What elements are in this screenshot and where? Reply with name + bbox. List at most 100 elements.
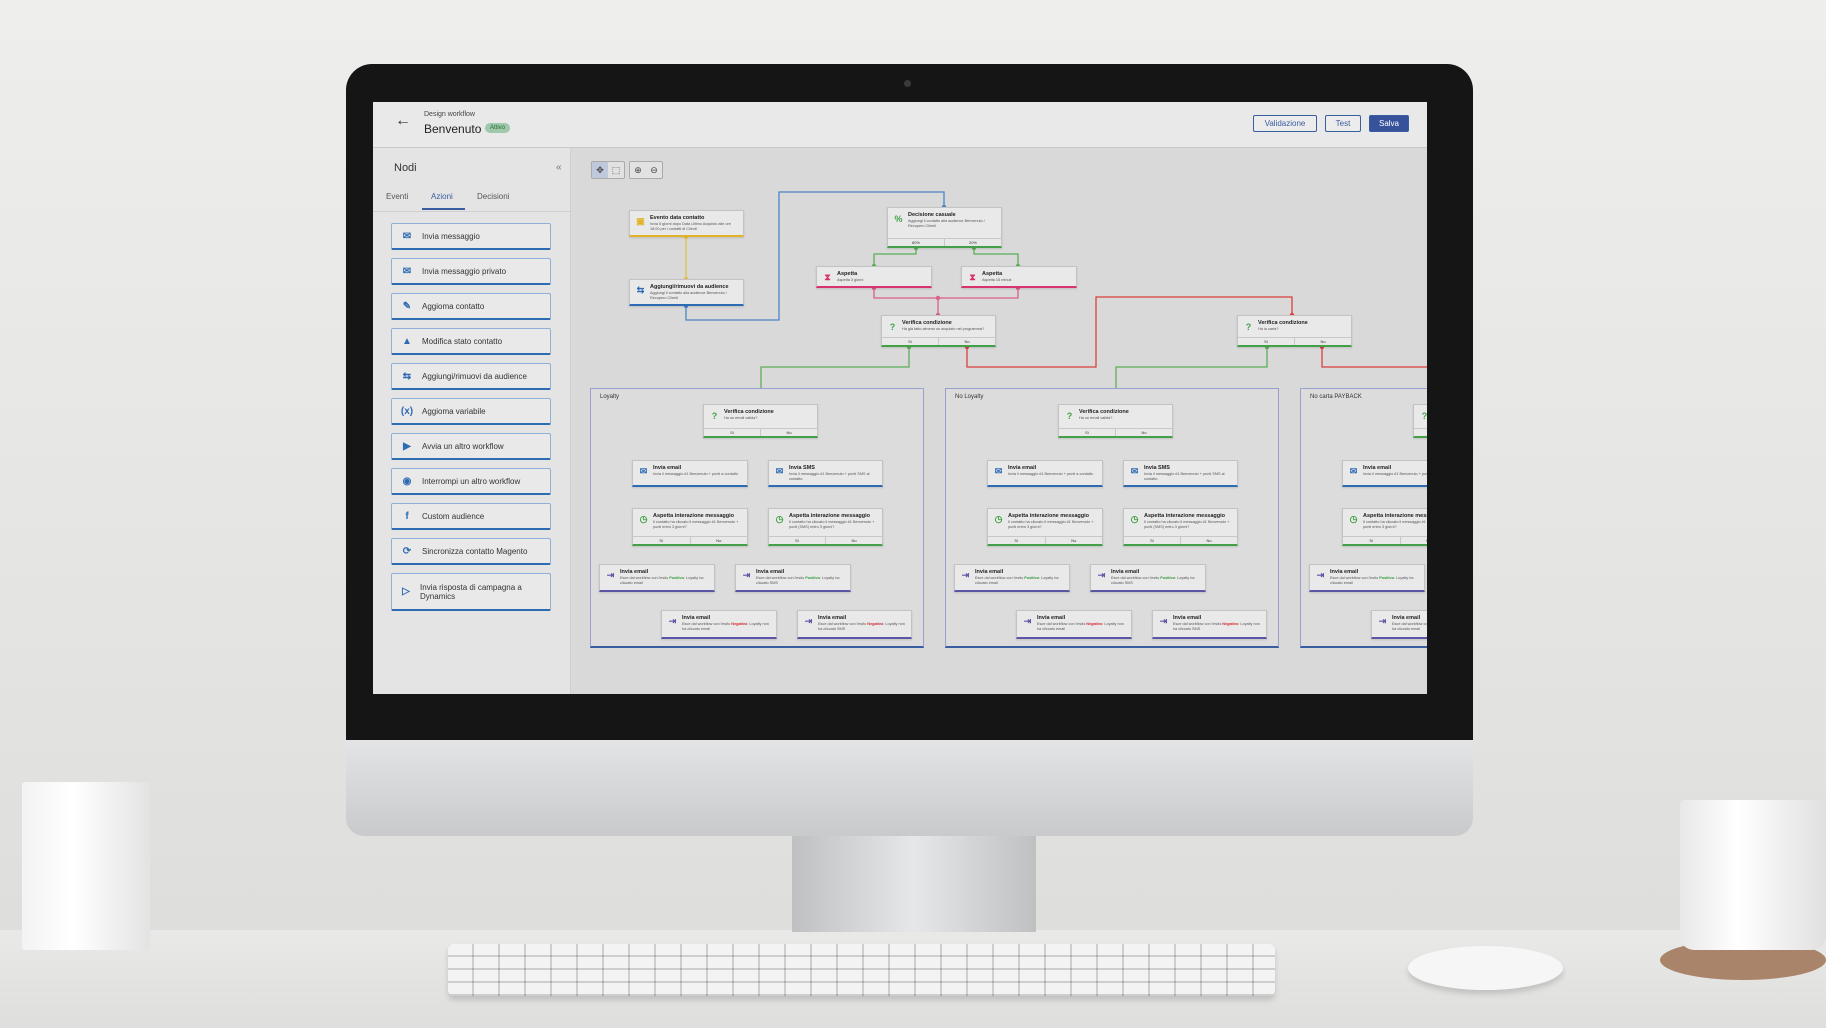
branch-label[interactable]: No <box>964 339 970 344</box>
branch-label[interactable]: Sì <box>882 338 939 345</box>
question-icon: ? <box>1421 410 1427 421</box>
sidebar-item[interactable]: ⇆Aggiungi/rimuovi da audience <box>391 363 551 390</box>
branch-label[interactable]: No <box>1206 538 1212 543</box>
select-icon[interactable]: ⬚ <box>611 164 621 175</box>
node-description: Il contatto ha cliccato il messaggio #1 … <box>789 520 875 530</box>
back-arrow-icon[interactable]: ← <box>395 112 411 129</box>
sidebar-item[interactable]: (x)Aggioma variabile <box>391 398 551 425</box>
node-title: Invia email <box>653 465 682 471</box>
branch-label[interactable]: 80% <box>888 239 945 246</box>
validate-button[interactable]: Validazione <box>1253 115 1317 132</box>
zoom-out-icon[interactable]: ⊖ <box>650 164 658 175</box>
branch-label[interactable]: 20% <box>968 240 977 245</box>
sidebar-item[interactable]: ✎Aggioma contatto <box>391 293 551 320</box>
node-title: Aspetta interazione messaggio <box>1008 513 1089 519</box>
branch-label[interactable]: No <box>1071 538 1077 543</box>
node-description: Invia il messaggio #1 Benvenuto + punti … <box>653 472 738 476</box>
sidebar-item[interactable]: ▶Avvia un altro workflow <box>391 433 551 460</box>
save-button[interactable]: Salva <box>1369 115 1409 132</box>
branch-label[interactable]: Sì <box>769 537 826 544</box>
branch-label[interactable]: No <box>786 430 792 435</box>
zoom-in-icon[interactable]: ⊕ <box>634 164 642 175</box>
node-description: Aspetta 3 giorni <box>837 278 864 282</box>
node-title: Invia email <box>682 615 711 621</box>
branch-label[interactable]: Sì <box>1238 338 1295 345</box>
outcome-label: Positivo <box>669 576 685 580</box>
branch-label[interactable]: Sì <box>1414 429 1427 436</box>
sidebar-item[interactable]: ✉Invia messaggio privato <box>391 258 551 285</box>
connector-port[interactable] <box>935 295 941 301</box>
sidebar-item[interactable]: ▷Invia risposta di campagna a Dynamics <box>391 573 551 611</box>
private-message-icon: ✉ <box>402 265 412 277</box>
node-description: Esce dal workflow con l'esito Positivo: … <box>1111 576 1195 586</box>
outcome-label: Positivo <box>1160 576 1176 580</box>
move-icon[interactable]: ✥ <box>592 162 608 178</box>
sidebar-item[interactable]: ◉Interrompi un altro workflow <box>391 468 551 495</box>
tab-azioni[interactable]: Azioni <box>431 192 453 201</box>
branch-label[interactable]: No <box>716 538 722 543</box>
branch-label[interactable]: Sì <box>704 429 761 436</box>
branch-label[interactable]: No <box>1320 339 1326 344</box>
node-title: Invia email <box>1173 615 1202 621</box>
sidebar-item[interactable]: ✉Invia messaggio <box>391 223 551 250</box>
sidebar-item[interactable]: ▲Modifica stato contatto <box>391 328 551 355</box>
question-icon: ? <box>1066 410 1073 421</box>
branch-label[interactable]: No <box>851 538 857 543</box>
branch-label[interactable]: Sì <box>1059 429 1116 436</box>
node-title: Aspetta interazione messaggio <box>653 513 734 519</box>
envelope-icon: ✉ <box>402 230 412 242</box>
tab-eventi[interactable]: Eventi <box>386 192 409 201</box>
connector <box>760 347 910 404</box>
branch-label[interactable]: No <box>1401 537 1427 544</box>
branch-label[interactable]: Sì <box>1124 537 1181 544</box>
branch-label[interactable]: Sì <box>1343 537 1401 544</box>
branch-label[interactable]: Sì <box>988 537 1046 544</box>
branch-label[interactable]: No <box>1141 430 1147 435</box>
random-split-icon: % <box>894 213 903 224</box>
sidebar-item[interactable]: ⟳Sincronizza contatto Magento <box>391 538 551 565</box>
test-button[interactable]: Test <box>1325 115 1361 132</box>
tab-decisioni[interactable]: Decisioni <box>477 192 510 201</box>
outcome-label: Negativo <box>1222 622 1239 626</box>
audience-icon: ⇆ <box>636 285 645 295</box>
segment-group: No carta PAYBACK <box>1300 388 1427 648</box>
variable-icon: (x) <box>400 405 414 417</box>
branch-label[interactable]: Sì <box>633 537 691 544</box>
user-edit-icon: ✎ <box>402 300 412 312</box>
node-description: Esce dal workflow con l'esito Positivo: … <box>1330 576 1414 586</box>
sidebar-item-label: Interrompi un altro workflow <box>422 476 521 486</box>
collapse-icon[interactable]: « <box>556 162 562 173</box>
